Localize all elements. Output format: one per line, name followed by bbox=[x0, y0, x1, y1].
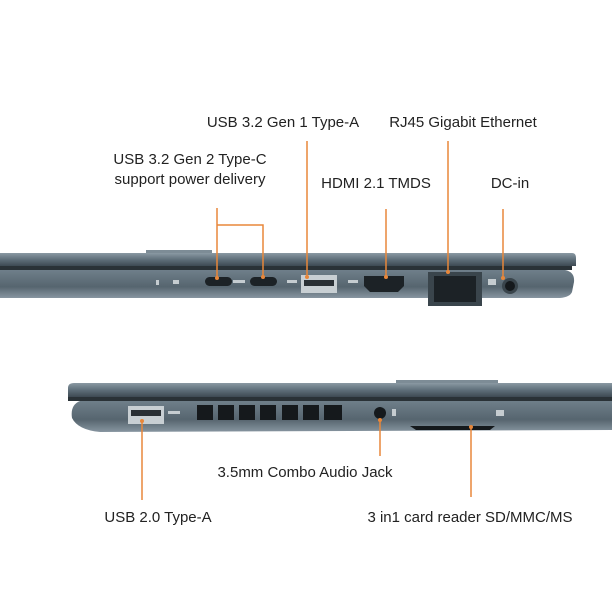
card-reader-slot bbox=[410, 426, 495, 430]
label-audio: 3.5mm Combo Audio Jack bbox=[217, 464, 393, 481]
hdmi-port bbox=[364, 276, 404, 292]
label-dc-in: DC-in bbox=[490, 175, 530, 192]
vent-grille bbox=[197, 405, 342, 420]
label-hdmi: HDMI 2.1 TMDS bbox=[321, 175, 431, 192]
laptop-left-side bbox=[68, 380, 612, 432]
label-usb-2: USB 2.0 Type-A bbox=[104, 509, 212, 526]
callout-lines bbox=[141, 141, 504, 500]
usb-c-port-1 bbox=[205, 277, 232, 286]
label-rj45: RJ45 Gigabit Ethernet bbox=[389, 114, 537, 131]
label-usb-c-line1: USB 3.2 Gen 2 Type-C bbox=[113, 151, 267, 168]
usb-c-port-2 bbox=[250, 277, 277, 286]
label-usb-a-gen1: USB 3.2 Gen 1 Type-A bbox=[206, 114, 360, 131]
label-usb-c: USB 3.2 Gen 2 Type-C support power deliv… bbox=[113, 150, 266, 190]
label-usb-c-line2: support power delivery bbox=[114, 171, 266, 188]
label-card-reader: 3 in1 card reader SD/MMC/MS bbox=[367, 509, 573, 526]
audio-jack bbox=[374, 407, 386, 419]
laptop-right-side bbox=[0, 250, 576, 306]
